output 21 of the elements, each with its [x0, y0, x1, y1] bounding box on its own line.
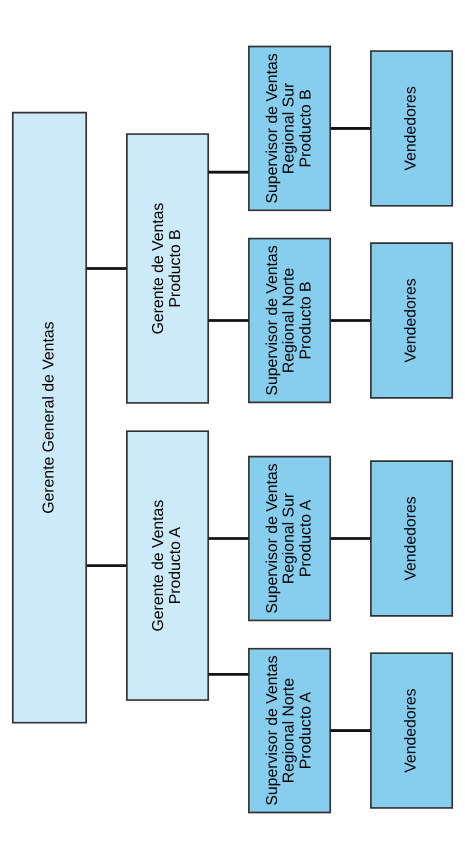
- node-box: Vendedores: [370, 50, 454, 207]
- node-box: Vendedores: [370, 652, 454, 809]
- node-box: Vendedores: [370, 460, 454, 617]
- connector: [330, 319, 370, 322]
- connector: [208, 537, 248, 540]
- connector: [330, 127, 370, 130]
- node-box: Gerente de Ventas Producto B: [126, 133, 210, 404]
- connector: [86, 267, 127, 270]
- node-box: Supervisor de Ventas Regional Sur Producto A: [248, 456, 332, 622]
- connector: [330, 537, 370, 540]
- connector: [208, 170, 248, 174]
- node-box: Vendedores: [370, 242, 454, 399]
- connector: [330, 729, 370, 732]
- connector: [208, 672, 248, 676]
- node-box: Gerente General de Ventas: [12, 112, 88, 724]
- connector: [86, 564, 127, 568]
- node-box: Gerente de Ventas Producto A: [126, 430, 210, 701]
- node-box: Supervisor de Ventas Regional Sur Producto B: [248, 46, 332, 212]
- node-box: Supervisor de Ventas Regional Norte Producto A: [248, 648, 332, 814]
- node-box: Supervisor de Ventas Regional Norte Producto B: [248, 238, 332, 404]
- connector: [208, 319, 248, 322]
